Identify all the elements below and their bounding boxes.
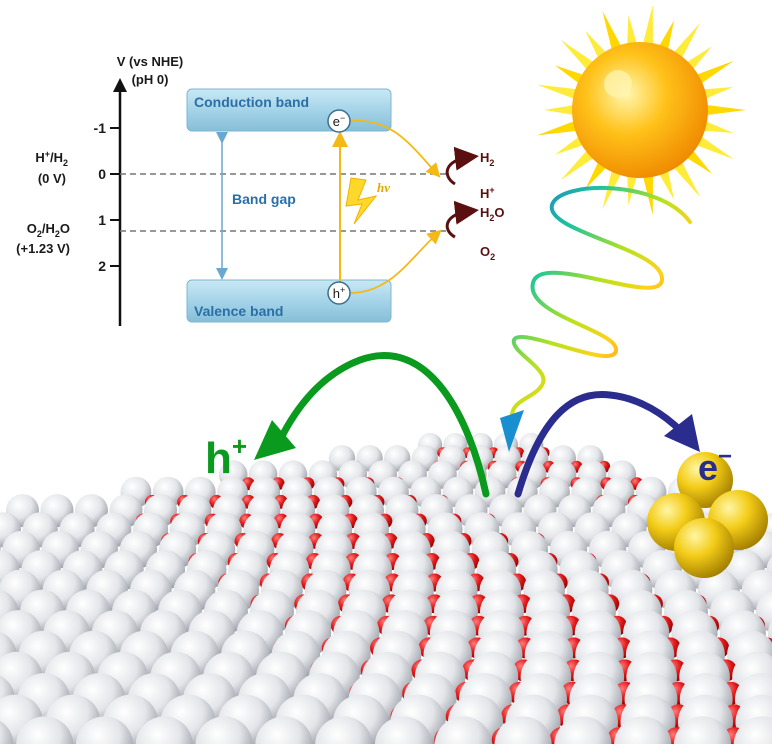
sun-ray [670,22,701,63]
metal-atom [374,716,433,744]
metal-cluster-icon [647,452,768,578]
lightning-icon [345,177,378,225]
sun-highlight [604,70,632,98]
hole-label: h+ [333,285,346,301]
tick-label: 0 [98,166,106,182]
metal-atom [494,716,552,744]
sun-body [572,42,708,178]
sun-ray [692,133,734,160]
electron-icon [327,109,351,133]
metal-atom [434,716,492,744]
metal-atom [16,716,74,744]
metal-atom [733,716,772,744]
band-gap-label: Band gap [232,191,296,207]
sun-ray [627,170,639,206]
sun-ray [560,146,598,181]
metal-atom [135,716,193,744]
cluster-atom [674,518,734,578]
hole-icon [327,281,351,305]
sun-ray [670,157,701,198]
h2-product-label: H2 [480,150,494,168]
axis-subtitle: (pH 0) [132,72,169,87]
light-wave-icon [509,185,692,420]
oxide-surface [0,432,772,744]
metal-atom [0,720,14,744]
band-diagram: V (vs NHE) (pH 0) -1 0 1 2 H+/H2 (0 V) O… [16,54,505,326]
electron-arrowhead-icon [664,414,700,452]
o2-level-label: O2/H2O [27,221,70,239]
metal-atom [315,716,373,744]
sun-ray [641,4,653,50]
surface-electron-label: e− [698,443,732,488]
tick-label: -1 [94,120,107,136]
conduction-band-label: Conduction band [194,94,309,110]
sun-ray [602,10,624,55]
sun-ray [627,14,639,50]
axis-arrow-icon [113,78,127,92]
sun-ray [560,39,598,74]
h2-level-value: (0 V) [38,171,66,186]
sun-icon [537,4,746,216]
electron-transfer-arrow [350,119,441,178]
h2o-reactant-label: H2O [480,205,505,223]
metal-atom [195,716,253,744]
tick-label: 2 [98,258,106,274]
hole-arrowhead-icon [254,420,296,460]
photon-label: hν [377,180,390,195]
metal-atom [75,716,134,744]
sun-ray [537,119,582,136]
axis-title: V (vs NHE) [117,54,183,69]
metal-atom [554,716,612,744]
tick-label: 1 [98,212,106,228]
sun-ray [692,60,734,87]
valence-band-label: Valence band [194,303,283,319]
cluster-atom [677,452,733,508]
sun-ray [537,84,582,101]
o2-level-value: (+1.23 V) [16,241,70,256]
metal-atom [673,716,732,744]
metal-atom [614,716,672,744]
o2-product-label: O2 [480,244,495,262]
sun-ray [544,104,579,116]
surface-hole-label: h+ [205,431,247,483]
light-wave-arrowhead-icon [500,410,524,452]
hole-migration-arrow [276,352,490,498]
h2-evolution-arrow [445,146,479,186]
o2-evolution-arrow [445,200,479,239]
hole-transfer-arrow [350,229,442,294]
electron-migration-arrow [514,390,686,498]
sun-ray [701,104,746,116]
metal-atom [255,716,313,744]
h2-level-label: H+/H2 [35,149,68,168]
sun-ray [698,87,734,101]
electron-label: e− [333,113,346,129]
sun-ray [698,119,734,133]
hplus-reactant-label: H+ [480,185,495,201]
